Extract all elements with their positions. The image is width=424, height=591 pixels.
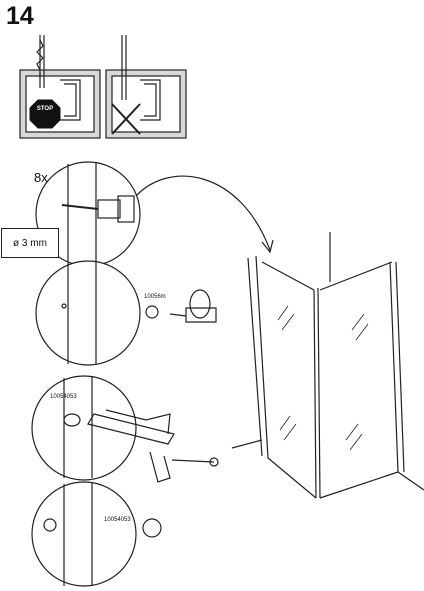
stop-sign-icon bbox=[29, 99, 61, 129]
stop-sign-label: STOP bbox=[36, 106, 54, 112]
step-number: 14 bbox=[6, 2, 34, 30]
wall-panel-correct bbox=[19, 35, 101, 139]
drill-bit-size-box: ø 3 mm bbox=[1, 228, 59, 258]
detail-circle-drilling bbox=[35, 161, 274, 267]
wall-panel-wrong bbox=[105, 35, 187, 139]
sealant-part-number: 10054053 bbox=[50, 394, 77, 400]
screw-part-number: 10056m bbox=[144, 294, 166, 300]
cap-part-number: 10054053 bbox=[104, 517, 131, 523]
shower-enclosure bbox=[231, 232, 424, 499]
detail-circle-screw bbox=[35, 260, 217, 366]
detail-circle-cap bbox=[31, 481, 162, 587]
quantity-label: 8x bbox=[34, 170, 48, 185]
detail-circle-sealant bbox=[31, 375, 219, 483]
